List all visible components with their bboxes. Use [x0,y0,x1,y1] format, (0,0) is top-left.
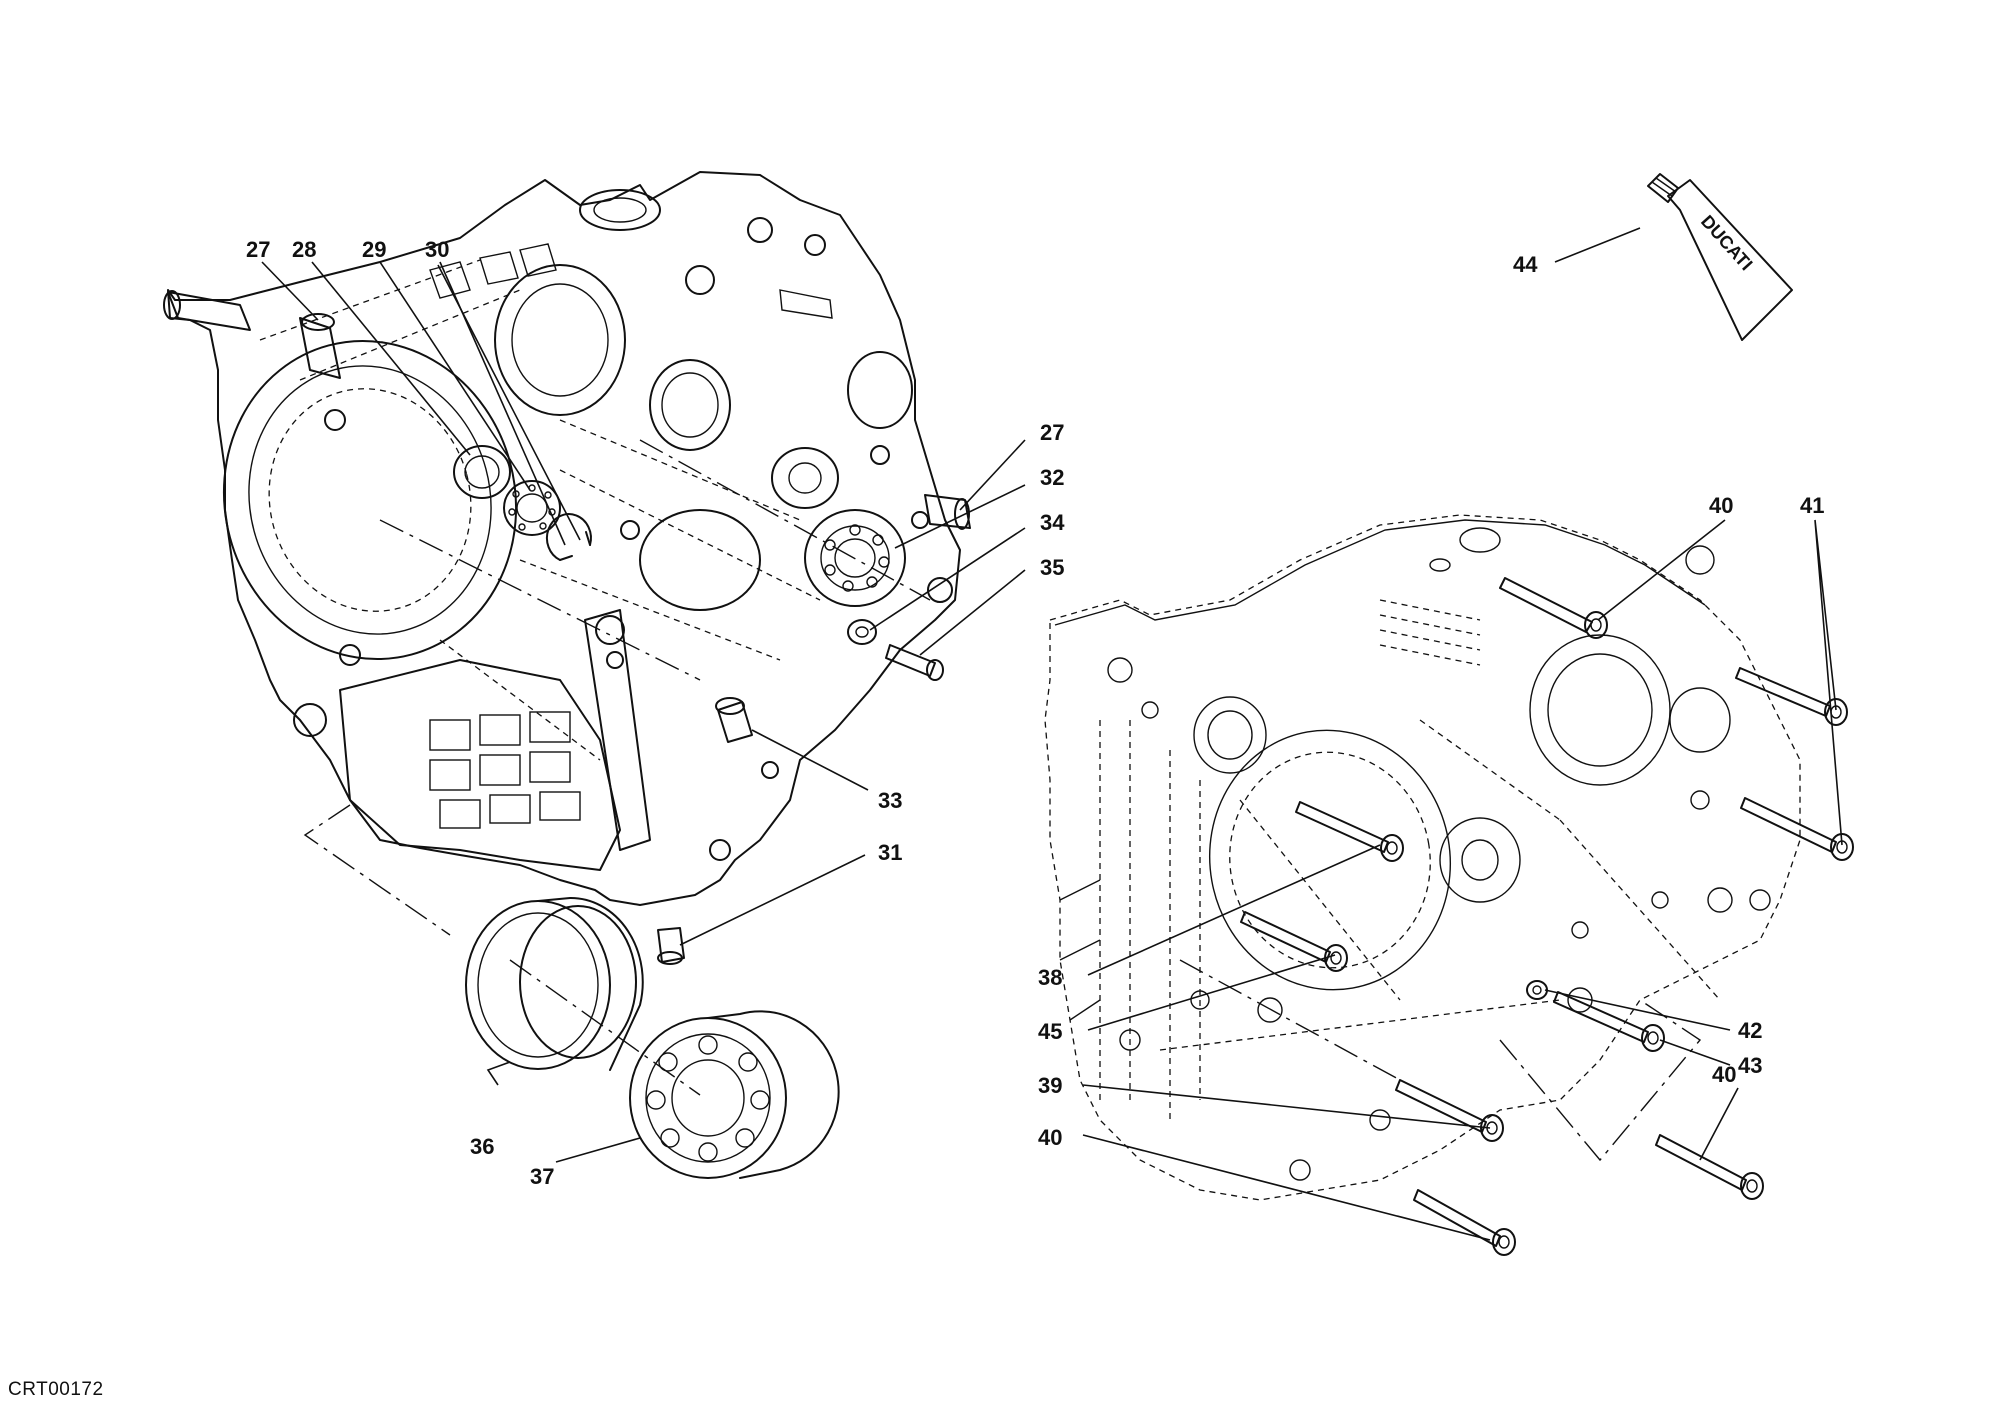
axis-right-bearing [639,439,931,601]
part-34-washer [847,619,877,645]
bolt-39 [1395,1079,1504,1142]
callout-42: 42 [1738,1018,1762,1043]
part-31-plug [657,927,685,965]
part-29-bearing [503,480,561,536]
callout-40-right: 40 [1712,1062,1736,1087]
callout-44: 44 [1513,252,1538,277]
bolt-43 [1553,991,1665,1052]
bolt-38 [1295,801,1404,862]
callout-40-top: 40 [1709,493,1733,518]
part-32-bearing [804,509,906,607]
axis-lower-bearing [509,959,701,1096]
callout-45: 45 [1038,1019,1062,1044]
bolt-45 [1240,911,1348,972]
callout-38: 38 [1038,965,1062,990]
part-28-oil-seal [453,445,511,499]
part-44-sealant-tube: DUCATI [1647,173,1793,341]
bolt-41-lower [1740,797,1854,861]
leader-lines [261,227,1843,1241]
callout-29: 29 [362,237,386,262]
callout-32: 32 [1040,465,1064,490]
callout-31: 31 [878,840,902,865]
bolt-40-lower-right [1655,1134,1764,1200]
left-crankcase-half [163,171,961,906]
callout-27-right: 27 [1040,420,1064,445]
callout-30: 30 [425,237,449,262]
callout-40-bottom: 40 [1038,1125,1062,1150]
callout-33: 33 [878,788,902,813]
part-27-dowel-right [924,494,971,530]
part-27-dowel-left [299,313,341,379]
callout-28: 28 [292,237,316,262]
callout-34: 34 [1040,510,1065,535]
callout-41: 41 [1800,493,1824,518]
bolt-40-top [1499,577,1608,639]
callout-37: 37 [530,1164,554,1189]
part-33-plug [715,697,753,743]
part-30-circlip [545,513,592,561]
part-37-roller-bearing [629,1010,840,1179]
axis-bracket [303,804,451,936]
bearing-upper [771,447,839,509]
axis-bolt-40-low [1499,999,1702,1162]
callout-39: 39 [1038,1073,1062,1098]
callout-35: 35 [1040,555,1064,580]
drawing-reference-code: CRT00172 [8,1379,104,1400]
part-36-bearing-race [465,896,644,1071]
callout-27-left: 27 [246,237,270,262]
callout-43: 43 [1738,1053,1762,1078]
part-35-screw [885,644,944,681]
callout-36: 36 [470,1134,494,1159]
washer-42 [1526,980,1548,1000]
axis-bolt-39 [1179,959,1401,1081]
axis-main-bore [379,519,701,681]
callout-labels: 27 28 29 30 27 32 34 35 33 31 36 37 44 4… [246,237,1824,1189]
bolt-40-bottom [1413,1189,1516,1256]
right-crankcase-half [1044,514,1801,1201]
